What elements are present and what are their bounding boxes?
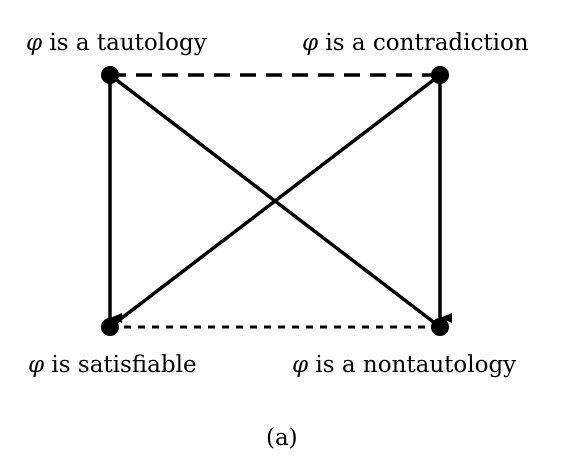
diagonal-contradiction-to-satisfiable — [108, 73, 442, 329]
node-dot-tautology — [101, 66, 119, 84]
node-dot-satisfiable — [101, 318, 119, 336]
label-satisfiable: φ is satisfiable — [28, 352, 197, 378]
label-tautology: φ is a tautology — [26, 30, 207, 56]
label-contradiction: φ is a contradiction — [302, 30, 529, 56]
node-dot-nontautology — [431, 318, 449, 336]
label-nontautology: φ is a nontautology — [292, 352, 516, 378]
figure-caption: (a) — [266, 425, 298, 451]
node-dot-contradiction — [431, 66, 449, 84]
